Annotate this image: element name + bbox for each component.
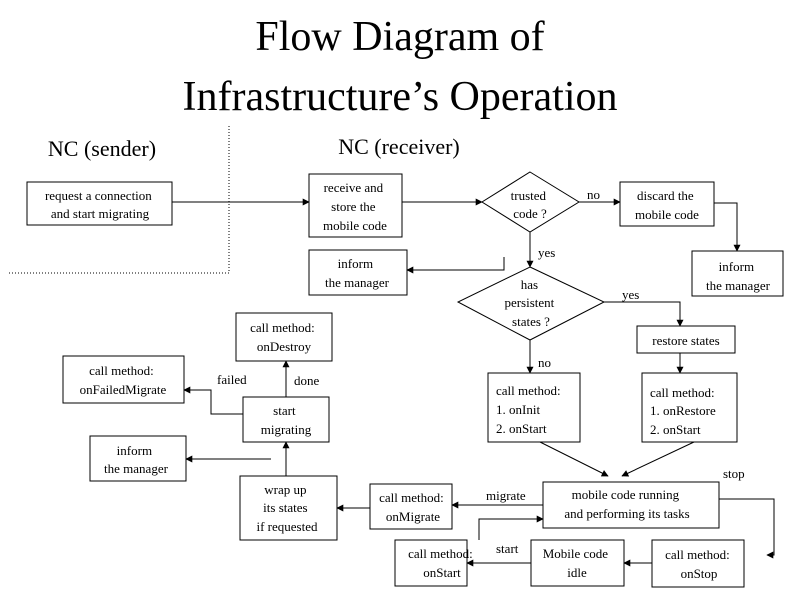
node-call-on-restore: call method: 1. onRestore 2. onStart bbox=[641, 372, 738, 443]
node-persistent-states-decision: has persistent states ? bbox=[456, 266, 606, 341]
edge-running-to-onstop bbox=[719, 498, 775, 559]
edge-to-inform-left bbox=[406, 257, 505, 274]
sender-receiver-separator bbox=[9, 126, 230, 274]
node-discard-code: discard the mobile code bbox=[619, 181, 715, 227]
svg-text:call method: onDestroy: call method: onDestroy bbox=[250, 320, 318, 354]
svg-text:inform the manager: inform the manager bbox=[325, 256, 390, 290]
node-call-on-migrate: call method: onMigrate bbox=[369, 483, 453, 530]
edge-label-migrate: migrate bbox=[486, 488, 526, 503]
svg-text:call method: 1. onInit: call method: 1. onInit 2. onStart bbox=[496, 383, 564, 436]
svg-text:call method: onFailedMig: call method: onFailedMigrate bbox=[80, 363, 167, 397]
svg-text:inform the manager: inform the manager bbox=[706, 259, 771, 293]
node-inform-manager-bottom: inform the manager bbox=[89, 435, 187, 482]
svg-text:call method: onStart: call method: onStart bbox=[408, 546, 476, 580]
node-receive-store: receive and store the mobile code bbox=[308, 173, 403, 238]
node-mobile-code-running: mobile code running and performing its t… bbox=[542, 481, 720, 529]
edge-label-stop: stop bbox=[723, 466, 745, 481]
svg-text:discard the mobile code: discard the mobile code bbox=[635, 188, 699, 222]
edge-persistent-yes-to-restore bbox=[604, 301, 684, 327]
svg-text:request a connection and: request a connection and start migrating bbox=[45, 188, 155, 221]
edge-label-failed: failed bbox=[217, 372, 247, 387]
edges bbox=[172, 198, 775, 567]
edge-label-start: start bbox=[496, 541, 519, 556]
edge-discard-to-inform-right bbox=[714, 202, 741, 252]
node-start-migrating: start migrating bbox=[242, 396, 330, 443]
svg-text:inform the manager: inform the manager bbox=[104, 443, 169, 476]
svg-text:restore states: restore states bbox=[652, 333, 720, 348]
sender-section-label: NC (sender) bbox=[48, 136, 156, 161]
svg-text:wrap up its states: wrap up its states if requested bbox=[256, 482, 318, 534]
edge-label-yes-trusted: yes bbox=[538, 245, 555, 260]
node-trusted-code-decision: trusted code ? bbox=[481, 171, 580, 233]
edge-label-done: done bbox=[294, 373, 320, 388]
node-call-on-destroy: call method: onDestroy bbox=[235, 312, 333, 362]
svg-text:Mobile code idle: Mobile code idle bbox=[543, 546, 612, 580]
edge-label-yes-persistent: yes bbox=[622, 287, 639, 302]
edge-label-no-trusted: no bbox=[587, 187, 600, 202]
svg-text:call method: onMigrate: call method: onMigrate bbox=[379, 490, 447, 524]
node-wrap-up-states: wrap up its states if requested bbox=[239, 475, 338, 541]
node-inform-manager-left: inform the manager bbox=[308, 249, 408, 296]
node-call-on-init: call method: 1. onInit 2. onStart bbox=[487, 372, 581, 443]
node-mobile-code-idle: Mobile code idle bbox=[530, 539, 625, 587]
node-request-connection: request a connection and start migrating bbox=[26, 181, 173, 226]
svg-text:mobile code running and: mobile code running and performing its t… bbox=[564, 487, 689, 521]
edge-label-no-persistent: no bbox=[538, 355, 551, 370]
node-call-on-start: call method: onStart bbox=[394, 539, 476, 587]
node-restore-states: restore states bbox=[636, 325, 736, 354]
svg-text:receive and store the: receive and store the mobile code bbox=[323, 180, 387, 233]
svg-text:call method: onStop: call method: onStop bbox=[665, 547, 733, 581]
edge-init-to-running bbox=[539, 441, 609, 477]
receiver-section-label: NC (receiver) bbox=[338, 134, 460, 159]
edge-onstart-to-running bbox=[478, 515, 544, 540]
edge-start-migrating-failed bbox=[183, 386, 243, 415]
edge-onrestore-to-running bbox=[621, 441, 695, 477]
svg-text:has persistent sta: has persistent states ? bbox=[504, 277, 557, 329]
diagram-title-line1: Flow Diagram of bbox=[255, 14, 544, 60]
svg-text:start migrating: start migrating bbox=[261, 403, 312, 437]
node-call-on-stop: call method: onStop bbox=[651, 539, 745, 588]
svg-text:call method: 1. onRestor: call method: 1. onRestore 2. onStart bbox=[650, 385, 719, 437]
svg-text:trusted code ?: trusted code ? bbox=[511, 188, 550, 221]
diagram-title-line2: Infrastructure’s Operation bbox=[183, 74, 618, 120]
node-call-on-failed-migrate: call method: onFailedMigrate bbox=[62, 355, 185, 404]
node-inform-manager-right: inform the manager bbox=[691, 250, 784, 297]
